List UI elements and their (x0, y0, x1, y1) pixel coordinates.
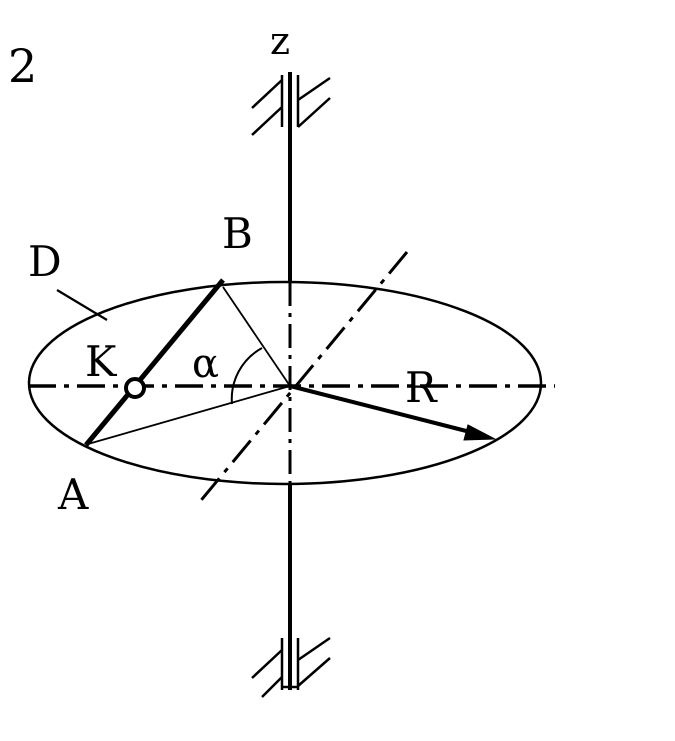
radius-r-label: R (405, 363, 438, 412)
radius-arrow-head (463, 424, 497, 441)
disc-leader-line (56, 289, 108, 321)
disc-d-label: D (28, 237, 62, 286)
point-k-label: K (85, 337, 118, 386)
line-center-to-a (87, 385, 291, 445)
radius-arrow-shaft (289, 384, 479, 436)
angle-alpha-arc (230, 347, 263, 405)
disc-ellipse (27, 280, 543, 486)
diagonal-centerline (196, 251, 409, 505)
line-center-to-b (222, 286, 291, 387)
top-bearing-symbol (251, 75, 331, 136)
angle-alpha-label: α (192, 341, 219, 387)
axis-z-label: z (270, 19, 290, 63)
point-b-label: B (222, 209, 253, 258)
point-a-label: A (57, 470, 89, 519)
bottom-bearing-symbol (251, 636, 331, 698)
figure-number: 2 (8, 39, 37, 93)
point-k-marker (124, 377, 146, 399)
chord-ab (84, 278, 225, 447)
